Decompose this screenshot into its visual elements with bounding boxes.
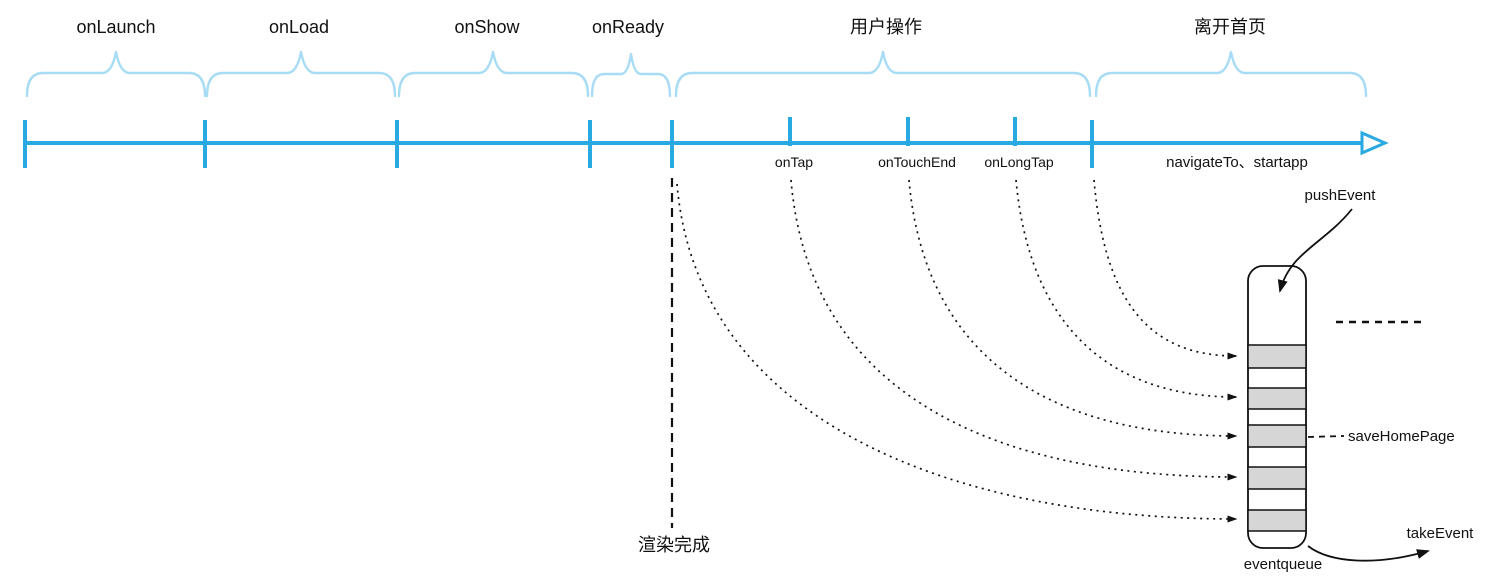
render-complete-label: 渲染完成 bbox=[638, 535, 710, 555]
event-curve-leavehome-to-slot1 bbox=[1093, 179, 1238, 360]
event-curve-ontouchend-to-slot3 bbox=[908, 179, 1238, 440]
queue-slot-4 bbox=[1247, 466, 1307, 490]
event-label-ontouchend: onTouchEnd bbox=[878, 154, 956, 170]
push-event-arrow bbox=[1277, 208, 1353, 293]
push-event-label: pushEvent bbox=[1304, 187, 1376, 204]
queue-slot-1 bbox=[1247, 344, 1307, 369]
phase-label-onshow: onShow bbox=[454, 17, 520, 37]
event-queue-label: eventqueue bbox=[1243, 556, 1323, 573]
brace-onshow bbox=[397, 50, 590, 98]
phase-label-leave-home: 离开首页 bbox=[1194, 17, 1266, 37]
leave-actions-label: navigateTo、startapp bbox=[1166, 154, 1308, 171]
brace-user-actions bbox=[674, 50, 1092, 98]
brace-leave-home bbox=[1094, 50, 1368, 98]
phase-label-onready: onReady bbox=[591, 17, 665, 37]
queue-slot-3 bbox=[1247, 424, 1307, 448]
brace-onready bbox=[590, 52, 672, 98]
brace-onlaunch bbox=[25, 50, 207, 98]
event-label-ontap: onTap bbox=[774, 154, 814, 170]
event-curve-renderdone-to-slot5 bbox=[676, 183, 1238, 523]
take-event-arrow bbox=[1307, 545, 1430, 562]
timeline-arrowhead bbox=[1360, 130, 1389, 156]
phase-label-user-actions: 用户操作 bbox=[850, 17, 922, 37]
take-event-label: takeEvent bbox=[1406, 525, 1474, 542]
queue-slot-5 bbox=[1247, 509, 1307, 532]
phase-label-onload: onLoad bbox=[268, 17, 330, 37]
event-curve-onlongtap-to-slot2 bbox=[1015, 179, 1238, 401]
save-home-page-label: saveHomePage bbox=[1348, 428, 1455, 445]
phase-label-onlaunch: onLaunch bbox=[76, 17, 156, 37]
save-home-page-connector bbox=[1307, 435, 1345, 438]
event-label-onlongtap: onLongTap bbox=[984, 154, 1054, 170]
queue-slot-2 bbox=[1247, 387, 1307, 410]
brace-onload bbox=[205, 50, 397, 98]
